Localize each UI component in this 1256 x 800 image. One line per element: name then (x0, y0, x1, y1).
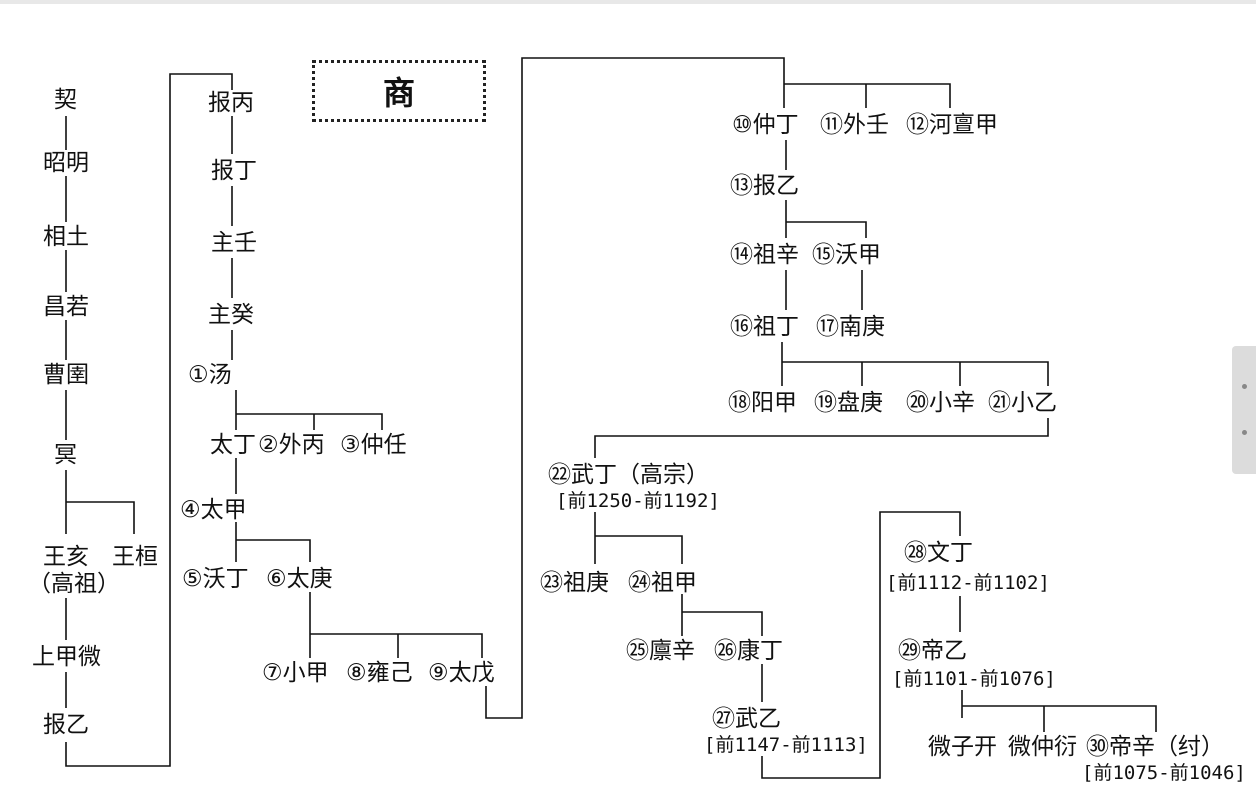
king-20-xiaoxin: ⑳小辛 (906, 390, 975, 416)
king-4-taijia: ④太甲 (180, 497, 247, 523)
king-12-hedanjia: ⑫河亶甲 (906, 112, 998, 138)
king-29-dates: [前1101-前1076] (892, 668, 1056, 690)
ancestor-baoyi: 报乙 (43, 712, 89, 738)
king-27-dates: [前1147-前1113] (704, 734, 868, 756)
prince-taiding: 太丁 (210, 432, 256, 458)
title-box: 商 (312, 60, 486, 122)
side-panel-tab[interactable] (1232, 346, 1256, 474)
king-17-nangeng: ⑰南庚 (816, 314, 885, 340)
edge-taijia-sons (235, 522, 311, 562)
king-9-taiwu: ⑨太戊 (428, 660, 495, 686)
ancestor-wanghai-note: （高祖） (28, 571, 120, 597)
king-18-yangjia: ⑱阳甲 (728, 390, 797, 416)
king-11-wairen: ⑪外壬 (820, 112, 889, 138)
king-29-diyi: ㉙帝乙 (898, 638, 967, 664)
edge-wuyi-wending (761, 511, 961, 779)
edge-baoyi-baobing (65, 73, 233, 767)
king-25-linxin: ㉕廪辛 (626, 638, 695, 664)
king-24-zujia: ㉔祖甲 (628, 570, 697, 596)
ancestor-zhuren: 主壬 (211, 230, 257, 256)
ancestor-wanghuan: 王桓 (112, 544, 158, 570)
king-22-wuding: ㉒武丁（高宗） (548, 462, 709, 488)
edge-zujia-sons (681, 594, 763, 636)
ancestor-zhugui: 主癸 (208, 302, 254, 328)
ancestor-xiangtu: 相土 (43, 224, 89, 250)
ancestor-baobing: 报丙 (208, 90, 254, 116)
king-3-zhongren: ③仲任 (340, 432, 407, 458)
ancestor-changruo: 昌若 (43, 294, 89, 320)
edge-taiwu-brothers (784, 83, 951, 108)
edge-tang-sons (235, 390, 383, 430)
king-13-baoyi: ⑬报乙 (730, 173, 799, 199)
king-5-woding: ⑤沃丁 (182, 566, 249, 592)
edge-baoyi-sons (785, 200, 867, 238)
king-28-wending: ㉘文丁 (904, 540, 973, 566)
tab-grip-dot (1242, 384, 1247, 389)
prince-weizhongyan: 微仲衍 (1008, 734, 1077, 760)
king-30-dixin: ㉚帝辛（纣） (1086, 734, 1224, 760)
ancestor-caoyu: 曹圉 (43, 362, 89, 388)
king-30-dates: [前1075-前1046] (1082, 762, 1246, 784)
king-23-zugeng: ㉓祖庚 (540, 570, 609, 596)
top-edge-bar (0, 0, 1256, 4)
king-26-kangding: ㉖康丁 (714, 638, 783, 664)
king-28-dates: [前1112-前1102] (886, 572, 1050, 594)
ancestor-wanghai: 王亥 (43, 544, 89, 570)
king-27-wuyi: ㉗武乙 (712, 706, 781, 732)
edge-diyi-sons (961, 690, 1157, 732)
edge-taigeng-sons (309, 592, 483, 658)
king-14-zuxin: ⑭祖辛 (730, 242, 799, 268)
dynasty-title: 商 (382, 74, 415, 112)
king-16-zuding: ⑯祖丁 (730, 314, 799, 340)
edge-taiwu-zhongding (485, 57, 785, 719)
edge-wuding-sons (594, 512, 683, 564)
edge-zuding-sons (781, 342, 1049, 386)
edge-xiaoyi-wuding (594, 418, 1049, 458)
king-22-dates: [前1250-前1192] (556, 490, 720, 512)
king-1-tang: ①汤 (188, 362, 232, 388)
edge-ming-wanghai (65, 470, 135, 534)
ancestor-xie: 契 (54, 87, 77, 113)
king-15-wojia: ⑮沃甲 (812, 242, 881, 268)
king-8-yongji: ⑧雍己 (346, 660, 413, 686)
prince-weiziqi: 微子开 (928, 734, 997, 760)
ancestor-shangjiawei: 上甲微 (32, 644, 101, 670)
king-10-zhongding: ⑩仲丁 (732, 112, 799, 138)
tab-grip-dot (1242, 430, 1247, 435)
ancestor-zhaoming: 昭明 (43, 150, 89, 176)
ancestor-ming: 冥 (54, 442, 77, 468)
king-6-taigeng: ⑥太庚 (266, 566, 333, 592)
king-7-xiaojia: ⑦小甲 (262, 660, 329, 686)
king-2-waibing: ②外丙 (258, 432, 325, 458)
king-19-pangeng: ⑲盘庚 (814, 390, 883, 416)
king-21-xiaoyi: ㉑小乙 (988, 390, 1057, 416)
ancestor-baoding: 报丁 (211, 158, 257, 184)
